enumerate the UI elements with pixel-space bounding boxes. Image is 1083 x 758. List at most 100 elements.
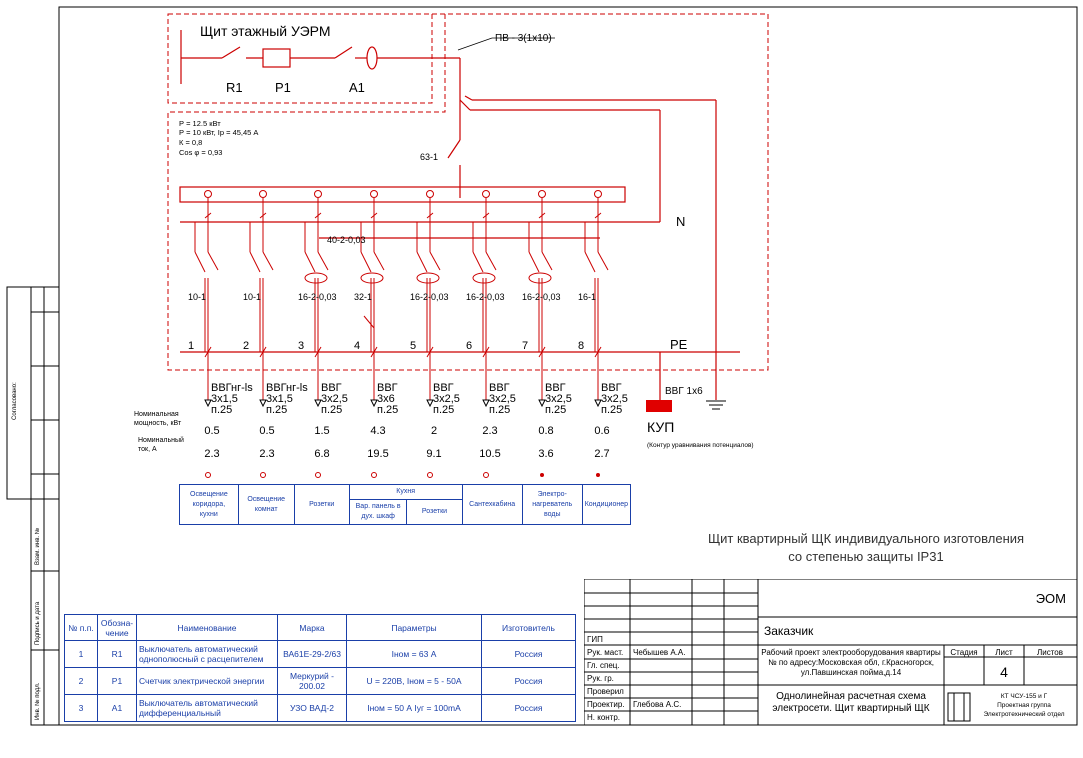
spec-header-brand: Марка — [277, 614, 347, 641]
caption-2: со степенью защиты IP31 — [788, 549, 943, 564]
branches: 10-11ВВГнг-ls3х1,5п.250.52.310-12ВВГнг-l… — [188, 190, 628, 478]
spec-header-num: № п.п. — [64, 614, 98, 641]
stamp-role-5: Проверил — [587, 687, 624, 696]
rcd-3 — [304, 272, 328, 284]
floor-panel-title: Щит этажный УЭРМ — [200, 23, 330, 39]
current-1: 2.3 — [204, 448, 219, 460]
consumer-8: Кондиционер — [581, 484, 632, 525]
rcd-4 — [360, 272, 384, 284]
kup-label: КУП — [647, 419, 674, 435]
breaker-label-6: 16-2-0,03 — [466, 292, 505, 302]
stamp-sheets-label: Листов — [1037, 648, 1063, 657]
cable-2-2: п.25 — [266, 404, 287, 416]
cable-7-2: п.25 — [545, 404, 566, 416]
spec-cell: A1 — [97, 694, 137, 722]
spec-cell: U = 220В, Iном = 5 - 50А — [346, 667, 482, 695]
cable-5-1: 3х2,5 — [433, 393, 460, 405]
spec-header-maker: Изготовитель — [481, 614, 576, 641]
current-label-2: ток, А — [138, 446, 157, 453]
strip-replace: Взам. инв. № — [34, 528, 41, 565]
cable-2-0: ВВГнг-ls — [266, 382, 308, 394]
cable-5-2: п.25 — [433, 404, 454, 416]
spec-cell: Iном = 50 А Iуг = 100mA — [346, 694, 482, 722]
rcd-5 — [416, 272, 440, 284]
param-4: Cos φ = 0,93 — [179, 148, 222, 157]
stamp-code: ЭОМ — [1036, 591, 1066, 606]
stamp-stage-label: Стадия — [950, 648, 977, 657]
kup-desc: (Контур уравнивания потенциалов) — [647, 442, 754, 449]
rcd-7 — [528, 272, 552, 284]
rcd-main-label: 40-2-0,03 — [327, 235, 366, 245]
socket-icon-5 — [427, 472, 433, 478]
stamp-role-3: Гл. спец. — [587, 661, 620, 670]
cable-3-1: 3х2,5 — [321, 393, 348, 405]
cable-1-0: ВВГнг-ls — [211, 382, 253, 394]
line-number-7: 7 — [522, 340, 528, 352]
breaker-label-5: 16-2-0,03 — [410, 292, 449, 302]
spec-cell: P1 — [97, 667, 137, 695]
socket-icon-1 — [205, 472, 211, 478]
socket-icon-2 — [260, 472, 266, 478]
spec-header-name: Наименование — [136, 614, 278, 641]
caption-1: Щит квартирный ЩК индивидуального изгото… — [708, 531, 1024, 546]
cable-8-2: п.25 — [601, 404, 622, 416]
stamp-role-7: Н. контр. — [587, 713, 620, 722]
stamp-role-1: ГИП — [587, 635, 603, 644]
stamp-org-3: Электротехнический отдел — [983, 710, 1064, 718]
line-number-3: 3 — [298, 340, 304, 352]
current-4: 19.5 — [367, 448, 388, 460]
line-number-1: 1 — [188, 340, 194, 352]
current-5: 9.1 — [426, 448, 441, 460]
spec-cell: Россия — [481, 640, 576, 668]
breaker-label-3: 16-2-0,03 — [298, 292, 337, 302]
spec-cell: Iном = 63 А — [346, 640, 482, 668]
bus-n-label: N — [676, 214, 685, 229]
kup-cable: ВВГ 1х6 — [665, 386, 703, 397]
line-number-8: 8 — [578, 340, 584, 352]
power-1: 0.5 — [204, 425, 219, 437]
param-3: К = 0,8 — [179, 138, 202, 147]
cable-7-1: 3х2,5 — [545, 393, 572, 405]
cable-3-0: ВВГ — [321, 382, 342, 394]
rcd-a1 — [366, 46, 378, 70]
spec-cell: 3 — [64, 694, 98, 722]
breaker-label-4: 32-1 — [354, 292, 372, 302]
spec-cell: Меркурий - 200.02 — [277, 667, 347, 695]
current-label-1: Номинальный — [138, 436, 184, 444]
stamp-org-1: КТ ЧСУ-155 и Г — [1001, 693, 1048, 700]
cable-3-2: п.25 — [321, 404, 342, 416]
power-label-1: Номинальная — [134, 411, 179, 418]
cable-8-0: ВВГ — [601, 382, 622, 394]
org-logo-icon — [947, 692, 971, 722]
cable-2-1: 3х1,5 — [266, 393, 293, 405]
strip-inv: Инв. № подл. — [34, 682, 41, 720]
main-breaker-label: 63-1 — [420, 152, 438, 162]
power-5: 2 — [431, 425, 437, 437]
stamp-drawing-title: Однолинейная расчетная схема электросети… — [772, 691, 930, 714]
socket-icon-8 — [596, 473, 600, 477]
consumer-3: Розетки — [293, 484, 350, 525]
stamp-project: Рабочий проект электрооборудования кварт… — [761, 648, 941, 677]
power-4: 4.3 — [370, 425, 385, 437]
line-number-5: 5 — [410, 340, 416, 352]
breaker-label-1: 10-1 — [188, 292, 206, 302]
spec-header-params: Параметры — [346, 614, 482, 641]
label-a1: A1 — [349, 80, 365, 95]
power-8: 0.6 — [594, 425, 609, 437]
breaker-label-2: 10-1 — [243, 292, 261, 302]
wiring — [179, 30, 740, 400]
line-number-4: 4 — [354, 340, 360, 352]
spec-cell: УЗО ВАД-2 — [277, 694, 347, 722]
stamp-org-2: Проектная группа — [997, 702, 1051, 709]
consumer-5: Розетки — [406, 499, 463, 525]
spec-cell: Выключатель автоматический однополюсный … — [136, 640, 278, 668]
